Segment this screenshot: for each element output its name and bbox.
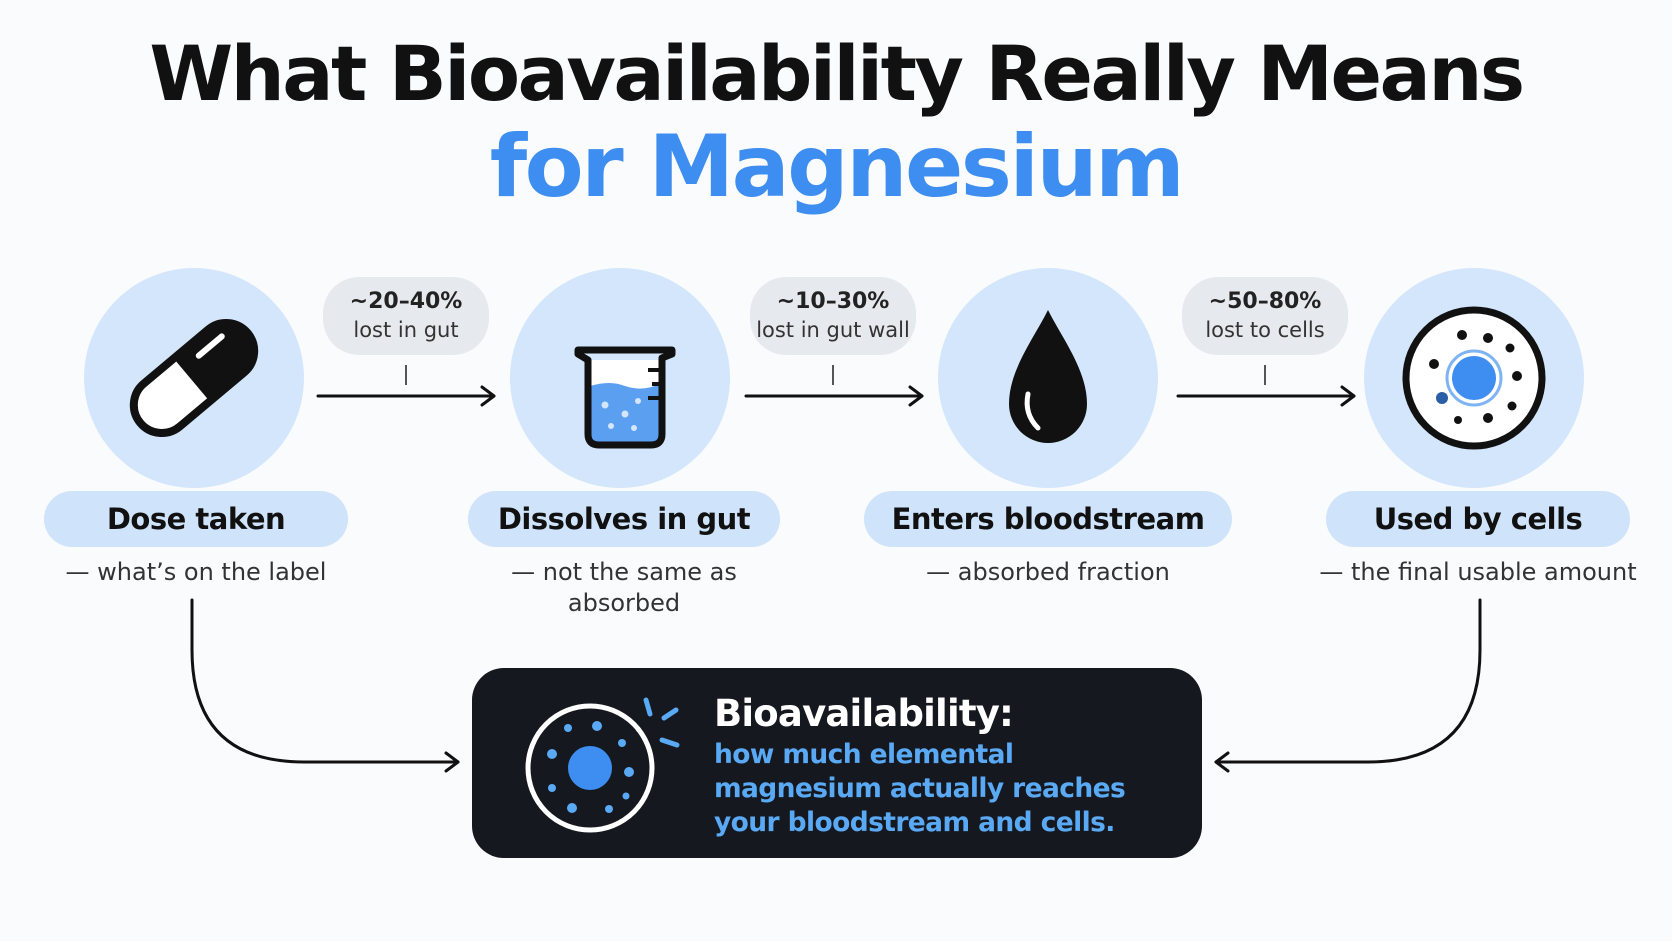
loss-tick [405, 365, 407, 385]
step-label-dissolve: Dissolves in gut [468, 491, 780, 547]
capsule-icon [129, 319, 259, 437]
loss-badge-cells: ~50–80% lost to cells [1182, 277, 1348, 355]
arrow-head-icon [908, 385, 924, 407]
step-cells-circle [1364, 268, 1584, 488]
cell-icon [525, 697, 680, 833]
step-caption-bloodstream: — absorbed fraction [926, 558, 1170, 586]
step-caption-dose: — what’s on the label [65, 558, 327, 586]
connector-left [190, 598, 460, 764]
step-label-bloodstream: Enters bloodstream [864, 491, 1232, 547]
loss-percent: ~10–30% [776, 289, 890, 314]
step-caption-cells: — the final usable amount [1319, 558, 1637, 586]
beaker-icon [574, 346, 676, 449]
drop-icon [1009, 310, 1087, 443]
summary-box: Bioavailability: how much elemental magn… [472, 668, 1202, 858]
loss-badge-gut: ~20–40% lost in gut [323, 277, 489, 355]
step-caption-dissolve: — not the same as absorbed [511, 558, 737, 617]
loss-percent: ~20–40% [349, 289, 463, 314]
loss-percent: ~50–80% [1208, 289, 1322, 314]
title-line-2: for Magnesium [489, 117, 1185, 217]
step-bloodstream-circle [938, 268, 1158, 488]
summary-text: how much elemental magnesium actually re… [714, 739, 1126, 838]
cell-icon [1402, 306, 1546, 450]
loss-text: lost in gut [353, 318, 459, 342]
step-label-dose: Dose taken [44, 491, 348, 547]
loss-badge-gut-wall: ~10–30% lost in gut wall [750, 277, 916, 355]
loss-tick [832, 365, 834, 385]
loss-text: lost to cells [1205, 318, 1325, 342]
step-dissolve-circle [510, 268, 730, 488]
loss-text: lost in gut wall [756, 318, 910, 342]
title-line-1: What Bioavailability Really Means [149, 29, 1525, 118]
arrow-head-icon [444, 751, 460, 773]
connector-right [1214, 598, 1482, 764]
arrow-head-icon [1340, 385, 1356, 407]
arrow-head-icon [1214, 751, 1230, 773]
summary-heading: Bioavailability: [714, 692, 1014, 735]
step-label-cells: Used by cells [1326, 491, 1630, 547]
loss-tick [1264, 365, 1266, 385]
step-dose-circle [84, 268, 304, 488]
arrow-head-icon [480, 385, 496, 407]
